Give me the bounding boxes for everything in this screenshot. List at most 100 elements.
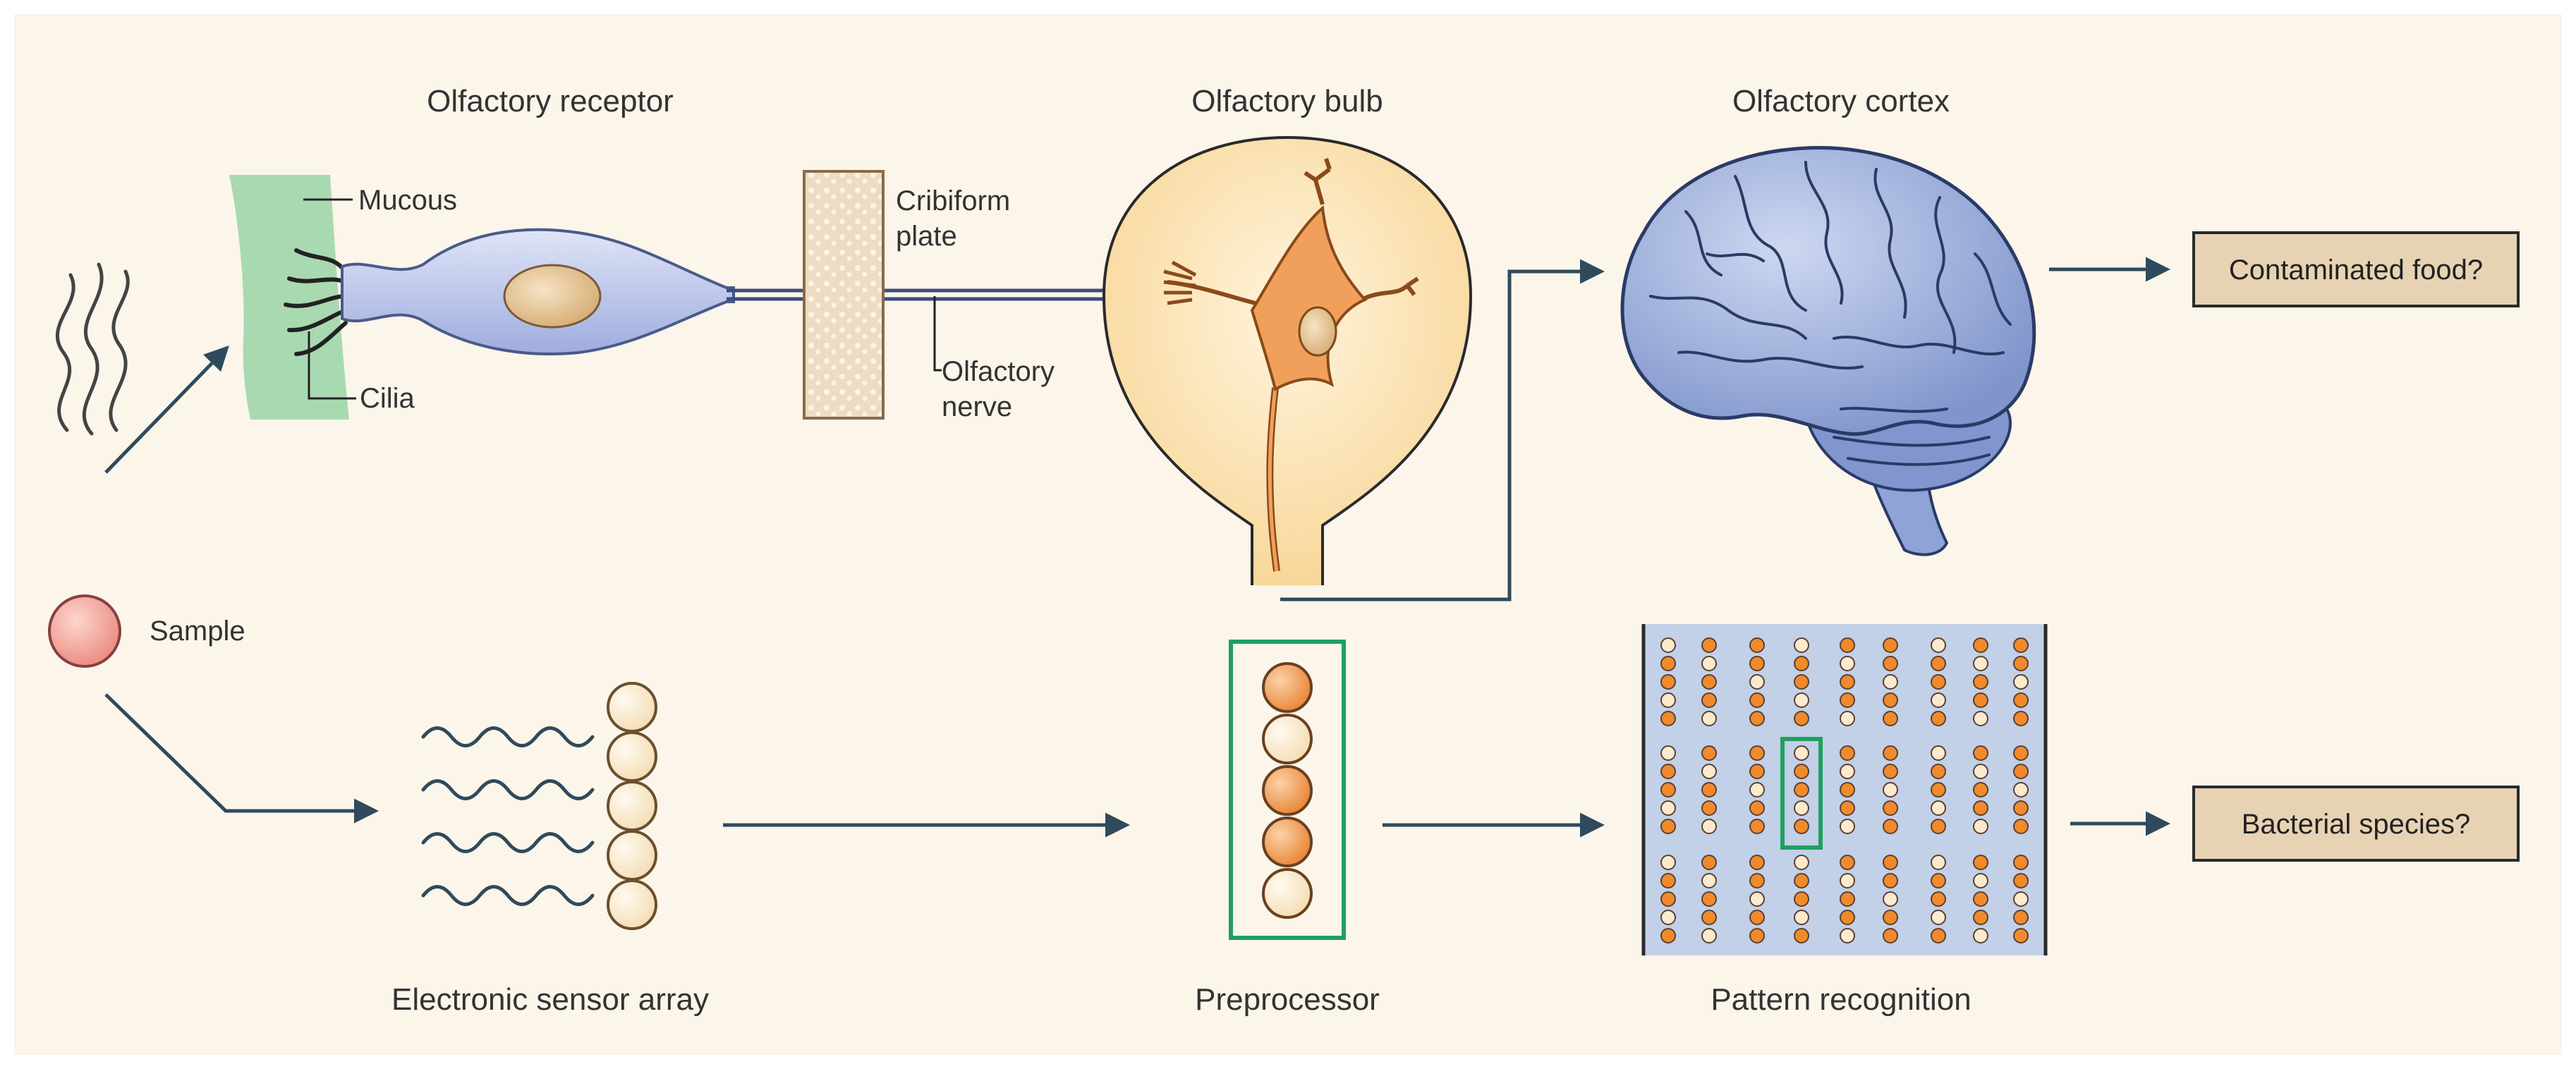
pattern-dot-active: [1749, 910, 1765, 925]
pattern-dot-active: [1840, 782, 1855, 798]
pattern-dot-active: [1749, 745, 1765, 761]
pattern-dot-active: [1883, 910, 1898, 925]
pattern-dot-inactive: [1840, 873, 1855, 888]
pattern-dot-inactive: [1840, 711, 1855, 726]
pattern-dot-active: [1749, 855, 1765, 870]
pattern-dot-active: [1701, 891, 1717, 907]
cilia-pointer: [308, 331, 356, 400]
preprocessor-circle-inactive: [1262, 714, 1313, 764]
pattern-dot-active: [1794, 891, 1809, 907]
sensor-column: [607, 682, 657, 930]
pattern-dot-active: [1660, 819, 1676, 834]
pattern-dot-active: [1660, 674, 1676, 690]
pattern-dot-active: [1660, 891, 1676, 907]
pattern-dot-active: [1749, 711, 1765, 726]
pattern-dot-active: [1883, 873, 1898, 888]
sample-sphere: [48, 594, 121, 668]
preprocessor-circle-active: [1262, 765, 1313, 816]
pattern-dot-inactive: [1931, 800, 1946, 816]
pattern-dot-active: [1973, 910, 1988, 925]
pattern-dot-inactive: [1931, 692, 1946, 708]
pattern-dot-inactive: [1660, 910, 1676, 925]
pattern-dot-inactive: [1883, 891, 1898, 907]
pattern-dot-active: [1749, 692, 1765, 708]
pattern-highlight-box: [1780, 737, 1823, 850]
sensor-waves: [421, 726, 595, 906]
pattern-dot-active: [2013, 637, 2029, 653]
pattern-dot-active: [1973, 855, 1988, 870]
pattern-dot-inactive: [1794, 637, 1809, 653]
pattern-dot-active: [1973, 891, 1988, 907]
nerve-pointer: [933, 296, 942, 372]
pattern-dot-inactive: [1701, 873, 1717, 888]
pattern-dot-active: [1749, 656, 1765, 671]
pattern-dots: [1660, 637, 2029, 943]
pattern-dot-inactive: [1973, 819, 1988, 834]
pattern-dot-active: [1660, 782, 1676, 798]
pattern-dot-active: [1931, 656, 1946, 671]
pattern-dot-active: [1701, 782, 1717, 798]
pattern-dot-inactive: [2013, 674, 2029, 690]
cribiform-label-line2: plate: [896, 221, 957, 252]
pattern-dot-inactive: [1840, 819, 1855, 834]
pattern-dot-active: [1883, 928, 1898, 943]
pattern-dot-active: [1749, 764, 1765, 779]
pattern-dot-active: [1701, 800, 1717, 816]
pattern-dot-active: [1883, 692, 1898, 708]
pattern-dot-active: [1749, 928, 1765, 943]
pattern-recognition-label: Pattern recognition: [1711, 982, 1971, 1017]
pattern-dot-inactive: [1973, 873, 1988, 888]
pattern-dot-active: [2013, 910, 2029, 925]
pattern-dot-inactive: [1749, 674, 1765, 690]
pattern-dot-active: [2013, 819, 2029, 834]
sensor-circle: [607, 830, 657, 881]
pattern-dot-active: [1973, 782, 1988, 798]
odor-wave-icon: [56, 262, 130, 436]
pattern-dot-active: [1794, 782, 1809, 798]
pattern-dot-active: [1749, 819, 1765, 834]
preprocessor-box: [1229, 640, 1346, 940]
pattern-dot-active: [1660, 711, 1676, 726]
pattern-dot-active: [1840, 800, 1855, 816]
olfactory-bulb-label: Olfactory bulb: [1191, 84, 1383, 118]
brain-icon: [1620, 146, 2036, 556]
pattern-dot-inactive: [1701, 928, 1717, 943]
pattern-dot-active: [1794, 711, 1809, 726]
pattern-dot-active: [1701, 910, 1717, 925]
pattern-dot-inactive: [1840, 928, 1855, 943]
pattern-dot-active: [2013, 656, 2029, 671]
pattern-dot-active: [1840, 855, 1855, 870]
pattern-dot-inactive: [1701, 819, 1717, 834]
cribiform-plate: [803, 170, 885, 420]
mucous-layer: [229, 175, 349, 420]
pattern-dot-active: [1883, 656, 1898, 671]
sensor-array-label: Electronic sensor array: [391, 982, 709, 1017]
pattern-dot-inactive: [1931, 910, 1946, 925]
pattern-dot-active: [1883, 819, 1898, 834]
sample-label: Sample: [150, 616, 245, 647]
pattern-dot-active: [2013, 928, 2029, 943]
pattern-dot-inactive: [1794, 855, 1809, 870]
pattern-dot-inactive: [1701, 764, 1717, 779]
pattern-dot-active: [1931, 873, 1946, 888]
pattern-dot-inactive: [1794, 800, 1809, 816]
bulb-to-cortex-arrow: [1280, 259, 1605, 601]
pattern-dot-inactive: [1973, 711, 1988, 726]
cribiform-label-line1: Cribiform: [896, 185, 1010, 216]
pattern-dot-active: [1883, 800, 1898, 816]
pattern-dot-active: [1660, 928, 1676, 943]
pattern-dot-active: [1794, 656, 1809, 671]
olfactory-receptor-label: Olfactory receptor: [427, 84, 674, 118]
pattern-dot-inactive: [1660, 692, 1676, 708]
pattern-dot-inactive: [1931, 855, 1946, 870]
olfactory-nerve-label-line1: Olfactory: [942, 356, 1055, 387]
pattern-dot-inactive: [1931, 637, 1946, 653]
pattern-dot-active: [2013, 800, 2029, 816]
pattern-dot-active: [1883, 637, 1898, 653]
pattern-dot-active: [1840, 910, 1855, 925]
pattern-dot-active: [2013, 764, 2029, 779]
pattern-dot-active: [1701, 692, 1717, 708]
cilia: [284, 248, 348, 356]
pattern-dot-inactive: [1660, 800, 1676, 816]
